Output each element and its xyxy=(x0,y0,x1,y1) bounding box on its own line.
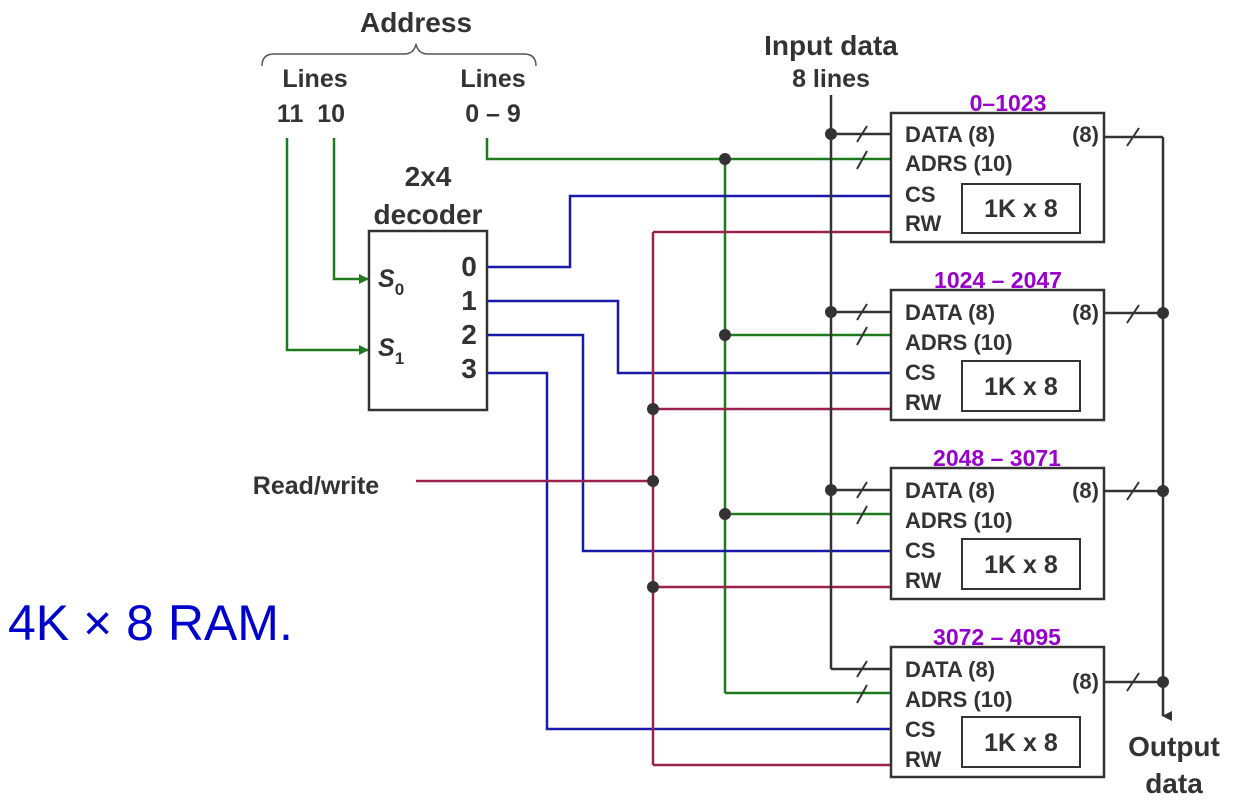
address-lines-low-values: 0 – 9 xyxy=(465,100,521,128)
chip-adrs-pin: ADRS (10) xyxy=(905,687,1013,712)
chip-adrs-pin: ADRS (10) xyxy=(905,508,1013,533)
junction-dot xyxy=(825,128,837,140)
chip-output-pin: (8) xyxy=(1072,300,1099,325)
junction-dot xyxy=(719,153,731,165)
junction-dot xyxy=(647,403,659,415)
chip-select-wire-3 xyxy=(488,371,891,731)
chip-select-wire-0 xyxy=(488,194,891,269)
chip-address-range: 1024 – 2047 xyxy=(934,267,1062,293)
chip-size: 1K x 8 xyxy=(984,373,1058,401)
ram-chip-2: 2048 – 3071 DATA (8) (8) ADRS (10) CS RW… xyxy=(889,445,1106,601)
decoder-title-1: 2x4 xyxy=(405,161,452,192)
chip-rw-pin: RW xyxy=(905,747,941,772)
address-brace xyxy=(261,43,537,67)
ram-chip-1: 1024 – 2047 DATA (8) (8) ADRS (10) CS RW… xyxy=(889,267,1106,422)
chip-rw-pin: RW xyxy=(905,568,941,593)
chip-cs-pin: CS xyxy=(905,538,936,563)
chip-adrs-pin: ADRS (10) xyxy=(905,151,1013,176)
chip-data-pin: DATA (8) xyxy=(905,122,995,147)
chip-output-pin: (8) xyxy=(1072,122,1099,147)
junction-dot xyxy=(647,475,659,487)
chip-data-pin: DATA (8) xyxy=(905,478,995,503)
chip-address-range: 0–1023 xyxy=(970,90,1047,116)
chip-data-pin: DATA (8) xyxy=(905,300,995,325)
chip-size: 1K x 8 xyxy=(984,195,1058,223)
output-data-label-1: Output xyxy=(1128,731,1220,762)
address-title: Address xyxy=(360,7,472,38)
junction-dot xyxy=(825,484,837,496)
chip-rw-pin: RW xyxy=(905,211,941,236)
input-data-subtitle: 8 lines xyxy=(792,65,870,93)
address-lines-high-label: Lines xyxy=(282,65,347,93)
output-data-label-2: data xyxy=(1145,768,1203,799)
read-write-label: Read/write xyxy=(253,472,380,500)
address-line-11-wire xyxy=(285,138,369,355)
chip-output-pin: (8) xyxy=(1072,478,1099,503)
chip-rw-pin: RW xyxy=(905,390,941,415)
junction-dot xyxy=(719,508,731,520)
chip-select-wire-1 xyxy=(488,299,891,375)
address-line-10-wire xyxy=(332,138,369,284)
chip-size: 1K x 8 xyxy=(984,729,1058,757)
input-data-title: Input data xyxy=(764,30,898,61)
address-lines-low-label: Lines xyxy=(460,65,525,93)
decoder-output-0: 0 xyxy=(461,251,477,282)
chip-cs-pin: CS xyxy=(905,717,936,742)
junction-dot xyxy=(825,306,837,318)
ram-chip-0: 0–1023 DATA (8) (8) ADRS (10) CS RW 1K x… xyxy=(889,90,1106,244)
address-bus-wire xyxy=(485,138,891,161)
decoder-title-2: decoder xyxy=(374,199,483,230)
junction-dot xyxy=(1157,307,1169,319)
chip-size: 1K x 8 xyxy=(984,551,1058,579)
junction-dot xyxy=(1157,676,1169,688)
chip-adrs-pin: ADRS (10) xyxy=(905,330,1013,355)
junction-dot xyxy=(647,581,659,593)
chip-address-range: 2048 – 3071 xyxy=(933,445,1061,471)
decoder-select-1: S1 xyxy=(378,334,404,368)
chip-output-pin: (8) xyxy=(1072,669,1099,694)
decoder-output-2: 2 xyxy=(461,319,477,350)
junction-dot xyxy=(1157,485,1169,497)
decoder-output-1: 1 xyxy=(461,285,477,316)
address-lines-high-values: 11 10 xyxy=(277,100,345,128)
junction-dot xyxy=(719,329,731,341)
decoder-select-0: S0 xyxy=(378,265,404,299)
chip-cs-pin: CS xyxy=(905,182,936,207)
diagram-caption: 4K × 8 RAM. xyxy=(8,595,293,651)
ram-chip-3: 3072 – 4095 DATA (8) (8) ADRS (10) CS RW… xyxy=(889,624,1106,779)
decoder-output-3: 3 xyxy=(461,353,477,384)
chip-address-range: 3072 – 4095 xyxy=(933,624,1061,650)
chip-data-pin: DATA (8) xyxy=(905,657,995,682)
chip-select-wire-2 xyxy=(488,333,891,553)
decoder-box xyxy=(367,229,489,412)
chip-cs-pin: CS xyxy=(905,360,936,385)
